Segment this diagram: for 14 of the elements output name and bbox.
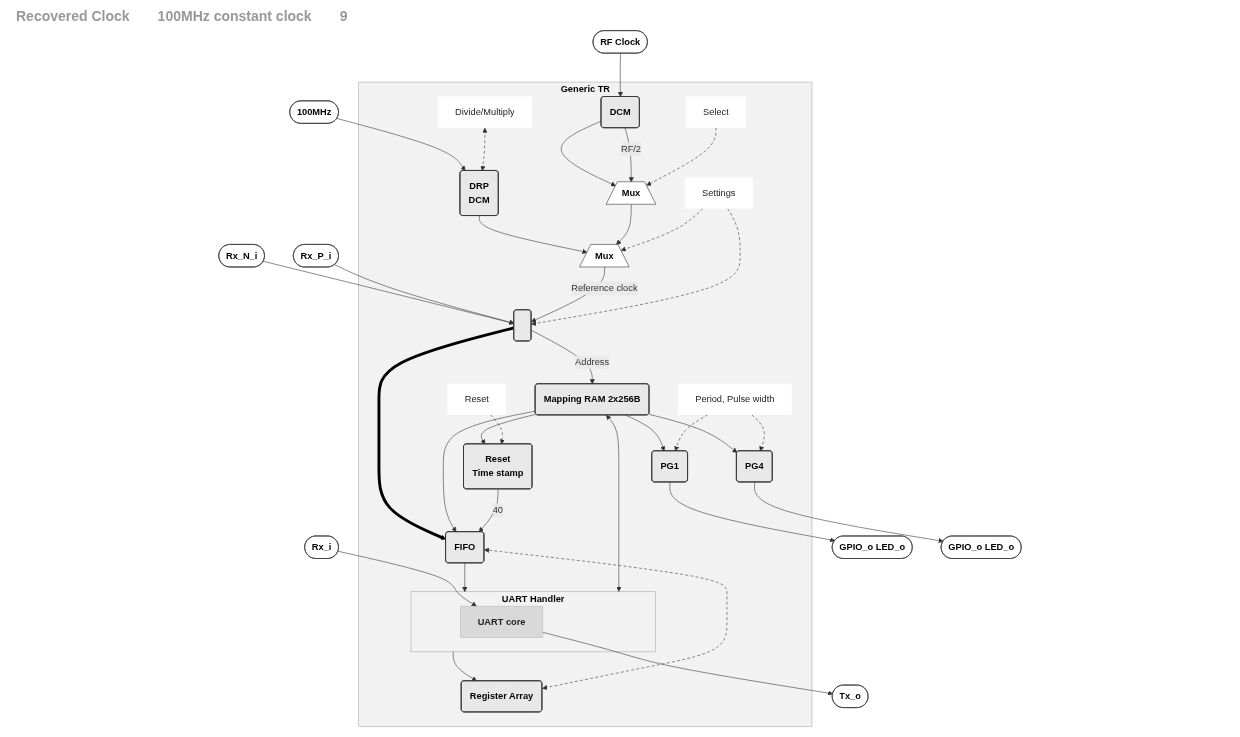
edge-label: 40 [492, 505, 503, 515]
note-label: 9 [339, 8, 348, 24]
node-box: UART core [460, 605, 544, 638]
arrow [377, 326, 515, 540]
note-label: Recovered Clock [16, 8, 130, 24]
edge-label: Address [575, 357, 610, 367]
edge-label: RF/2 [620, 143, 641, 154]
node-box: Select [685, 96, 747, 128]
note-label: 100MHz constant clock [157, 8, 312, 24]
node-box: Settings [684, 177, 753, 209]
node-box: Divide/Multiply [437, 96, 532, 128]
node-box: Reset [447, 383, 507, 415]
node-box: Period, Pulse width [677, 383, 792, 415]
edge-label: Reference clock [571, 283, 638, 293]
